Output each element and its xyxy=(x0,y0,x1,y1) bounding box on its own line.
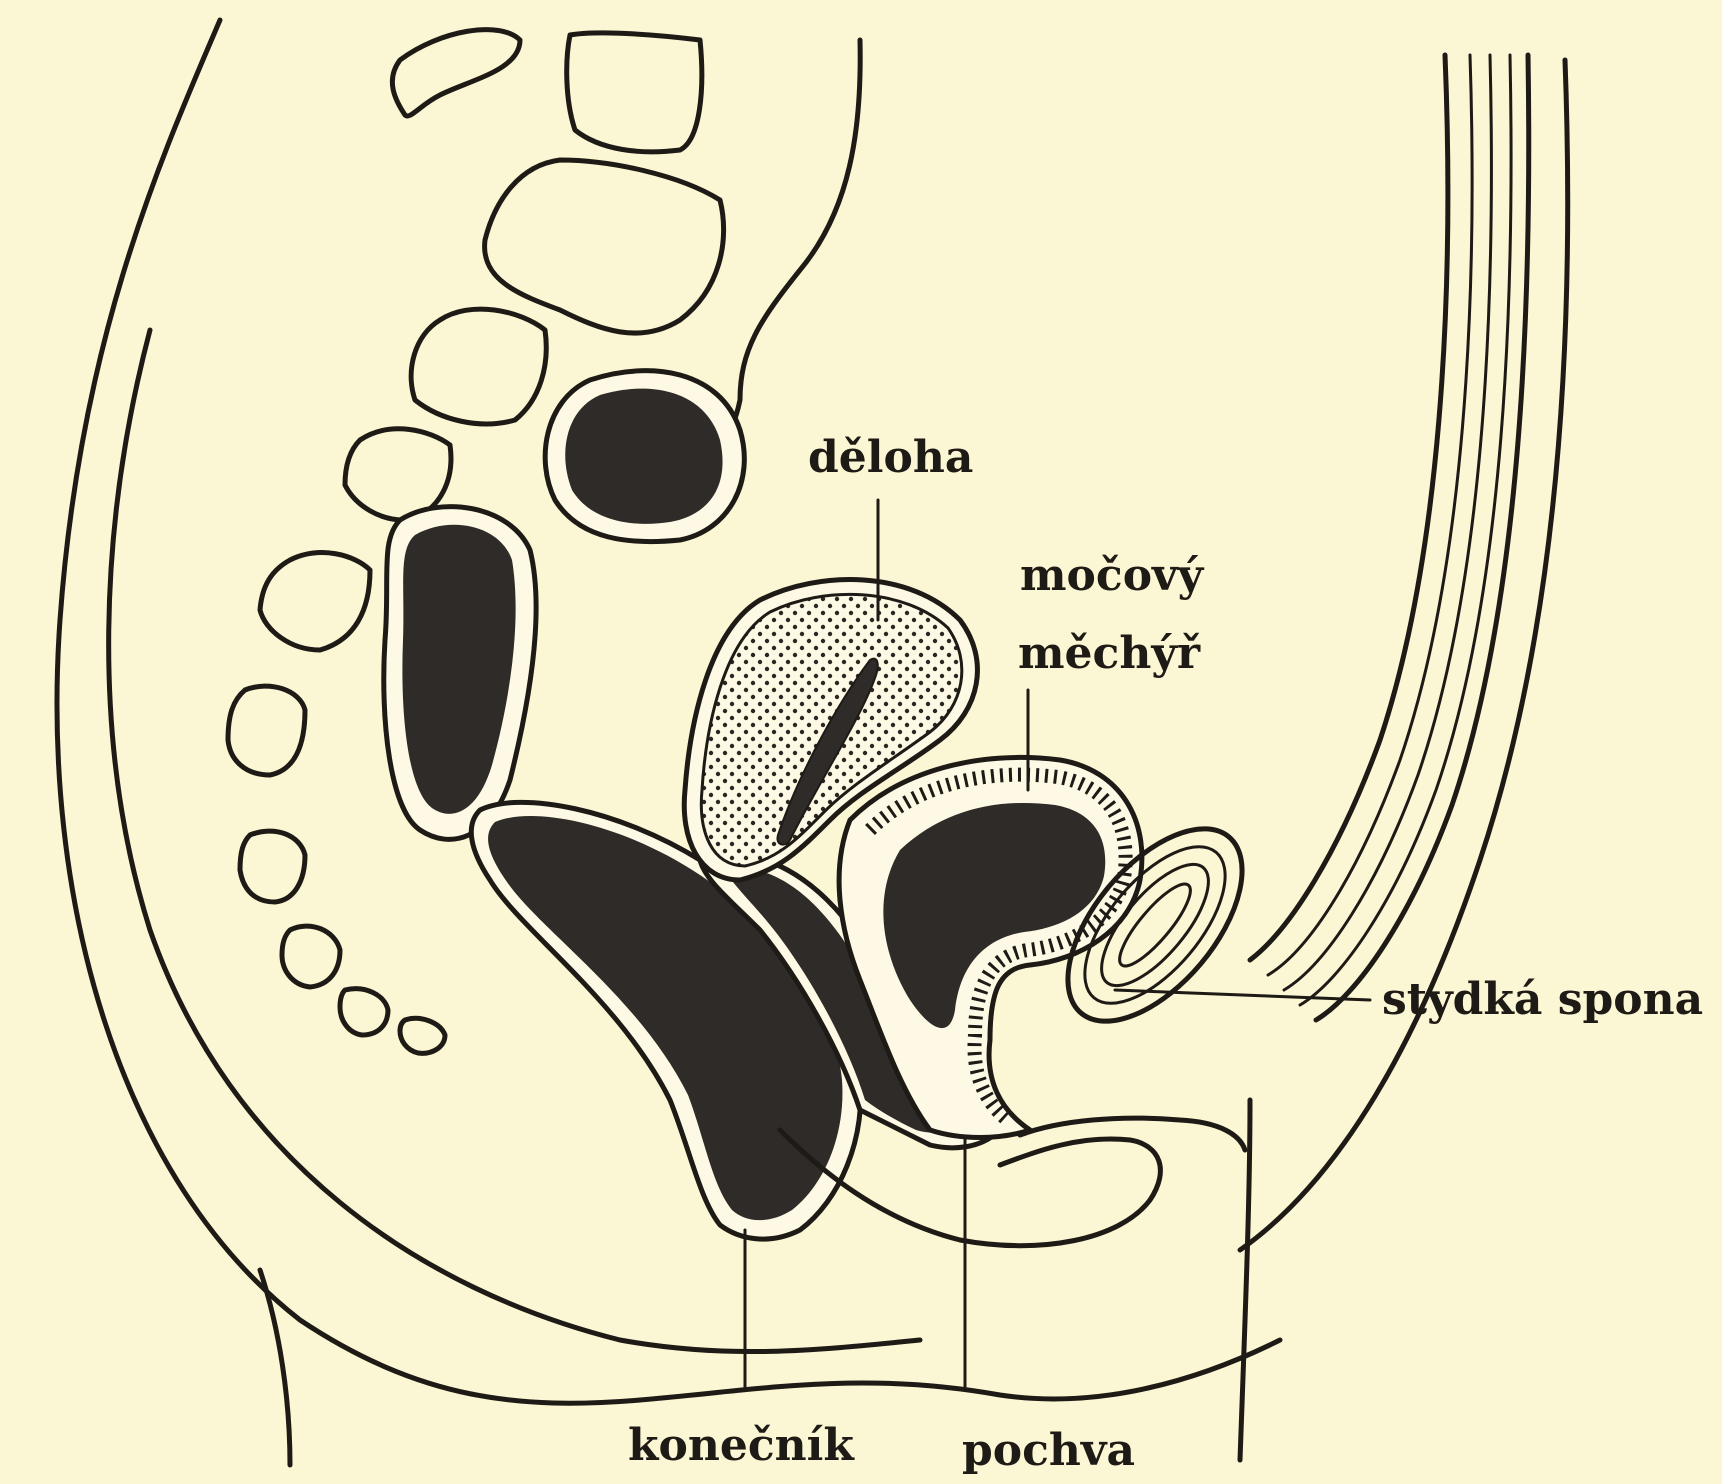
label-vagina: pochva xyxy=(962,1425,1135,1476)
abdominal-wall-layer-1 xyxy=(1250,55,1448,960)
vertebra-1 xyxy=(392,30,520,116)
vertebra-3 xyxy=(485,160,724,333)
leader-pubic-symphysis xyxy=(1115,990,1370,1000)
vertebra-4 xyxy=(411,309,546,424)
label-rectum: konečník xyxy=(628,1420,855,1471)
body-outline-back xyxy=(57,20,1280,1403)
vertebra-2 xyxy=(567,33,702,152)
coccyx-2 xyxy=(340,989,388,1035)
vertebra-8 xyxy=(240,831,305,902)
vertebra-6 xyxy=(260,553,370,650)
abdominal-wall-layer-3 xyxy=(1284,55,1491,990)
label-pubic-symphysis: stydká spona xyxy=(1382,974,1703,1025)
label-uterus: děloha xyxy=(808,432,973,483)
label-bladder-line2: měchýř xyxy=(1018,628,1201,679)
vertebra-7 xyxy=(228,686,305,775)
coccyx-1 xyxy=(282,926,340,987)
coccyx-3 xyxy=(400,1018,445,1053)
label-bladder-line1: močový xyxy=(1020,550,1205,601)
bowel-loop-dark xyxy=(565,389,722,524)
thigh-outline-front xyxy=(1240,1100,1250,1460)
